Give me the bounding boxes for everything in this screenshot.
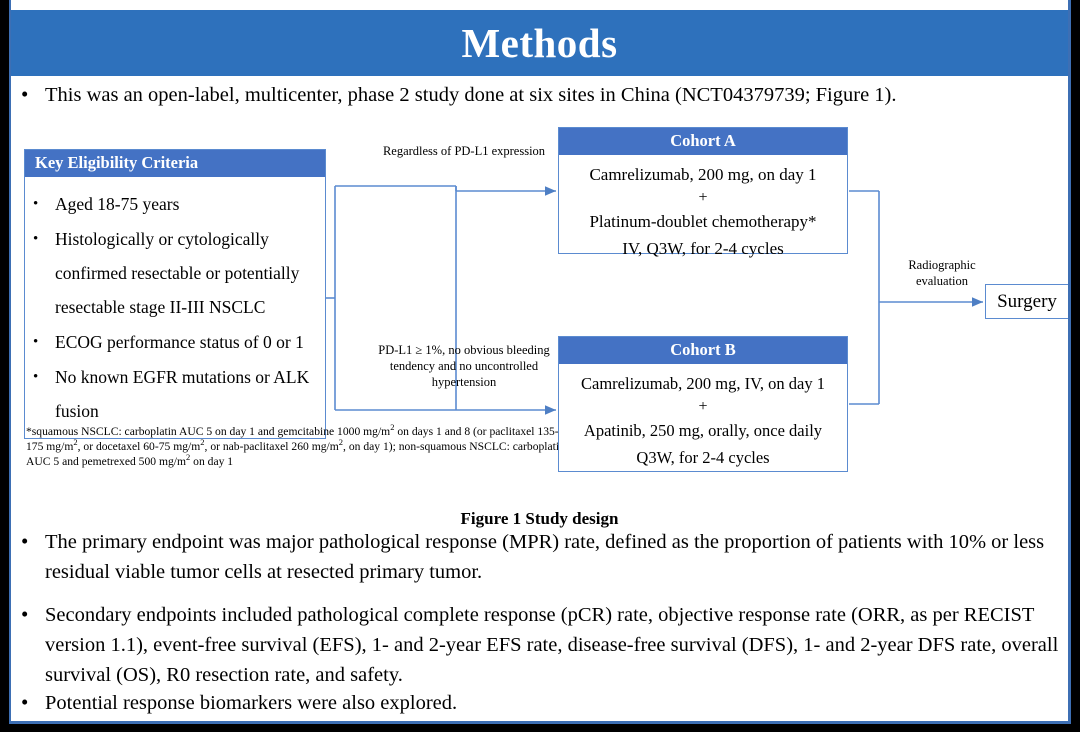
bullet-marker-icon: • [21,82,29,106]
cohort-a-body: Camrelizumab, 200 mg, on day 1 + Platinu… [559,155,847,266]
bullet-secondary-endpoints-text: Secondary endpoints included pathologica… [45,604,1059,686]
slide-canvas: Methods • This was an open-label, multic… [9,0,1071,724]
bullet-secondary-endpoints: • Secondary endpoints included pathologi… [21,600,1061,690]
bullet-study-overview: • This was an open-label, multicenter, p… [21,80,1061,110]
bullet-study-overview-text: This was an open-label, multicenter, pha… [45,84,897,106]
cohort-a-box: Cohort A Camrelizumab, 200 mg, on day 1 … [558,127,848,258]
bullet-primary-endpoint: • The primary endpoint was major patholo… [21,527,1061,587]
footnote-part: on day 1 [190,455,234,468]
slide-title-bar: Methods [11,10,1068,76]
cohort-b-line3: Q3W, for 2-4 cycles [636,448,770,468]
bullet-biomarkers-text: Potential response biomarkers were also … [45,692,458,714]
cohort-b-header: Cohort B [559,337,847,365]
connector-label-radiographic: Radiographic evaluation [908,258,976,288]
eligibility-criteria-list: • Aged 18-75 years • Histologically or c… [25,177,325,428]
bullet-biomarkers: • Potential response biomarkers were als… [21,688,1061,718]
bullet-marker-icon: • [21,602,29,626]
cohort-b-plus: + [698,398,708,416]
surgery-box: Surgery [985,284,1068,319]
cohort-a-line3: IV, Q3W, for 2-4 cycles [622,239,784,259]
eligibility-item-text: Histologically or cytologically confirme… [55,229,300,318]
footnote-part: , or docetaxel 60-75 mg/m [77,440,201,453]
figure-caption: Figure 1 Study design [460,509,619,528]
bullet-marker-icon: • [33,231,39,248]
connector-label-pdl1: PD-L1 ≥ 1%, no obvious bleeding tendency… [378,343,550,389]
cohort-a-header: Cohort A [559,128,847,156]
footnote-sup: 2 [390,422,395,433]
footnote-sup: 2 [186,452,191,463]
eligibility-criteria-header: Key Eligibility Criteria [25,150,325,178]
cohort-a-plus: + [698,189,708,207]
eligibility-item-text: Aged 18-75 years [55,194,180,215]
list-item: • Aged 18-75 years [33,187,319,221]
footnote-part: on days 1 and 8 (or paclitaxel 135-175 m… [26,425,559,453]
bullet-marker-icon: • [21,690,29,714]
connector-label-regardless: Regardless of PD-L1 expression [382,144,546,158]
cohort-a-line1: Camrelizumab, 200 mg, on day 1 [589,165,817,185]
footnote-sup: 2 [73,437,78,448]
list-item: • ECOG performance status of 0 or 1 [33,325,319,359]
eligibility-criteria-box: Key Eligibility Criteria • Aged 18-75 ye… [24,149,326,439]
page-title: Methods [461,19,618,66]
eligibility-item-text: No known EGFR mutations or ALK fusion [55,367,310,422]
chemotherapy-footnote: *squamous NSCLC: carboplatin AUC 5 on da… [26,422,566,469]
cohort-a-line2: Platinum-doublet chemotherapy* [589,212,817,232]
bullet-marker-icon: • [33,196,39,213]
bullet-marker-icon: • [33,334,39,351]
bullet-primary-endpoint-text: The primary endpoint was major pathologi… [45,531,1045,583]
surgery-label: Surgery [997,290,1057,312]
footnote-part: *squamous NSCLC: carboplatin AUC 5 on da… [26,425,391,438]
eligibility-item-text: ECOG performance status of 0 or 1 [55,332,304,353]
footnote-sup: 2 [338,437,344,448]
study-design-diagram: Key Eligibility Criteria • Aged 18-75 ye… [11,118,1068,508]
footnote-part: , or nab-paclitaxel 260 mg/m [204,440,339,453]
cohort-b-body: Camrelizumab, 200 mg, IV, on day 1 + Apa… [559,364,847,475]
footnote-part: , on day 1); non-squamous NSCLC: carbopl… [26,440,565,468]
footnote-sup: 2 [200,437,205,448]
cohort-b-line2: Apatinib, 250 mg, orally, once daily [583,421,823,441]
bullet-marker-icon: • [33,369,39,386]
bullet-marker-icon: • [21,529,29,553]
diagram-connectors [326,185,983,415]
list-item: • Histologically or cytologically confir… [33,222,319,324]
list-item: • No known EGFR mutations or ALK fusion [33,360,319,428]
cohort-b-box: Cohort B Camrelizumab, 200 mg, IV, on da… [558,336,848,472]
cohort-b-line1: Camrelizumab, 200 mg, IV, on day 1 [581,374,825,394]
